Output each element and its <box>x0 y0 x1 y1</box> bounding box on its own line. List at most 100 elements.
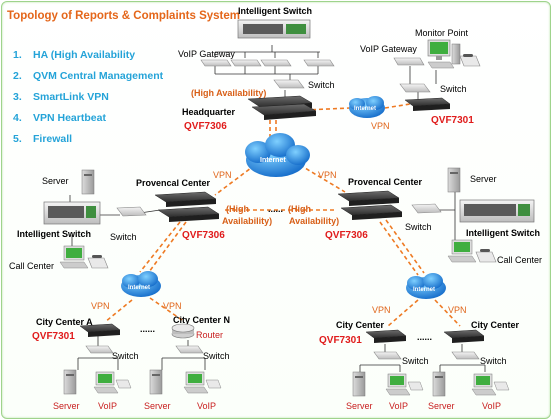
monitor-firewall-icon <box>404 97 451 111</box>
feature-1-text: HA (High Availability <box>33 49 135 61</box>
city-n-switch-icon <box>175 345 204 354</box>
left-intelligent-switch-label: Intelligent Switch <box>17 229 91 239</box>
left-server-label: Server <box>42 176 69 186</box>
right-switch-label: Switch <box>405 222 432 232</box>
city-n-server-label: Server <box>144 401 171 411</box>
city-n-router-icon <box>171 323 195 339</box>
central-internet-cloud-icon <box>245 133 310 177</box>
hq-intelligent-switch-label: Intelligent Switch <box>238 6 312 16</box>
hq-intelligent-switch-icon <box>237 19 311 39</box>
left-intelligent-switch-icon <box>43 201 101 225</box>
city-n-vpn-label: VPN <box>163 301 182 311</box>
city-a-vpn-label: VPN <box>91 301 110 311</box>
right-internet-label: Internet <box>413 287 435 293</box>
right-city2-voip-icon <box>471 373 510 396</box>
right-city1-firewall-icon <box>365 329 407 343</box>
right-city2-server-label: Server <box>428 401 455 411</box>
feature-5-text: Firewall <box>33 133 72 145</box>
right-server-icon <box>447 167 461 193</box>
right-ha-label-2: Availability) <box>289 216 339 226</box>
hq-model: QVF7306 <box>184 121 227 132</box>
right-internet-cloud-icon <box>406 273 446 299</box>
city-n-server-icon <box>149 369 163 395</box>
left-prov-model: QVF7306 <box>182 230 225 241</box>
right-provencal-label: Provencal Center <box>348 177 423 187</box>
vpn-links <box>104 103 461 327</box>
right-vpn-label: VPN <box>318 170 337 180</box>
left-internet-cloud-icon <box>121 271 161 297</box>
feature-2-text: QVM Central Management <box>33 70 164 82</box>
city-n-voip-label: VoIP <box>197 401 216 411</box>
city-a-label: City Center A <box>36 317 93 327</box>
right-call-center-icon <box>447 239 497 263</box>
right-city2-voip-label: VoIP <box>482 401 501 411</box>
monitor-switch-label: Switch <box>440 84 467 94</box>
city-n-voip-icon <box>183 371 222 394</box>
right-city1-server-icon <box>352 371 366 397</box>
feature-5-num: 5. <box>13 133 22 145</box>
right-city2-switch-icon <box>451 351 480 360</box>
monitor-point-label: Monitor Point <box>415 28 469 38</box>
feature-list: 1. HA (High Availability 2. QVM Central … <box>13 49 164 145</box>
right-city2-vpn-label: VPN <box>448 305 467 315</box>
monitor-internet-label: Internet <box>354 106 376 112</box>
right-city1-vpn-label: VPN <box>372 305 391 315</box>
right-city1-model: QVF7301 <box>319 335 362 346</box>
right-city1-label: City Center <box>336 320 385 330</box>
city-a-voip-label: VoIP <box>98 401 117 411</box>
left-server-icon <box>81 169 95 195</box>
feature-3-text: SmartLink VPN <box>33 91 109 103</box>
feature-1-num: 1. <box>13 49 22 61</box>
left-internet-label: Internet <box>128 285 150 291</box>
hq-voip-gateway-icons <box>200 59 335 67</box>
right-intelligent-switch-label: Intelligent Switch <box>466 228 540 238</box>
hq-label: Headquarter <box>182 107 236 117</box>
monitor-voip-gateway-label: VoIP Gateway <box>360 44 417 54</box>
hq-switch-label: Switch <box>308 80 335 90</box>
right-ha-label-1: (High <box>288 204 311 214</box>
central-internet-label: Internet <box>260 157 286 164</box>
monitor-voip-gateway-icon <box>393 57 425 66</box>
city-a-server-label: Server <box>53 401 80 411</box>
hq-voip-gateway-label: VoIP Gateway <box>178 49 235 59</box>
right-city2-label: City Center <box>471 320 520 330</box>
right-firewall-icon <box>337 190 403 220</box>
right-city1-voip-icon <box>385 373 424 396</box>
city-n-router-label: Router <box>196 330 223 340</box>
left-switch-icon <box>116 206 147 217</box>
hq-firewall-icon <box>247 95 317 120</box>
right-prov-model: QVF7306 <box>325 230 368 241</box>
monitor-model: QVF7301 <box>431 115 474 126</box>
feature-3-num: 3. <box>13 91 22 103</box>
city-a-switch-icon <box>85 345 114 354</box>
feature-2-num: 2. <box>13 70 22 82</box>
city-n-label: City Center N <box>173 315 230 325</box>
right-city2-firewall-icon <box>443 329 485 343</box>
call-center-icon <box>59 245 109 269</box>
city-n-switch-label: Switch <box>203 351 230 361</box>
right-intelligent-switch-icon <box>459 199 535 223</box>
right-switch-icon <box>411 203 442 214</box>
diagram-title: Topology of Reports & Complaints System <box>7 10 240 22</box>
feature-4-text: VPN Heartbeat <box>33 112 106 124</box>
monitor-switch-icon <box>399 83 431 93</box>
left-vpn-label: VPN <box>213 170 232 180</box>
right-city1-voip-label: VoIP <box>389 401 408 411</box>
city-dots-left: ...... <box>140 324 155 334</box>
monitor-vpn-label: VPN <box>371 121 390 131</box>
right-call-center-label: Call Center <box>497 255 542 265</box>
right-server-label: Server <box>470 174 497 184</box>
left-ha-label-1: (High <box>226 204 249 214</box>
right-city2-switch-label: Switch <box>480 356 507 366</box>
right-city2-server-icon <box>432 371 446 397</box>
hq-switch-icon <box>273 79 305 89</box>
hq-high-availability-label: (High Availability) <box>191 88 266 98</box>
monitor-phone-icon <box>459 54 481 67</box>
city-a-firewall-icon <box>79 323 121 337</box>
city-a-voip-icon <box>93 371 132 394</box>
city-dots-right: ...... <box>417 332 432 342</box>
middle-dots: ...... <box>268 204 283 214</box>
city-a-switch-label: Switch <box>112 351 139 361</box>
left-call-center-label: Call Center <box>9 261 54 271</box>
